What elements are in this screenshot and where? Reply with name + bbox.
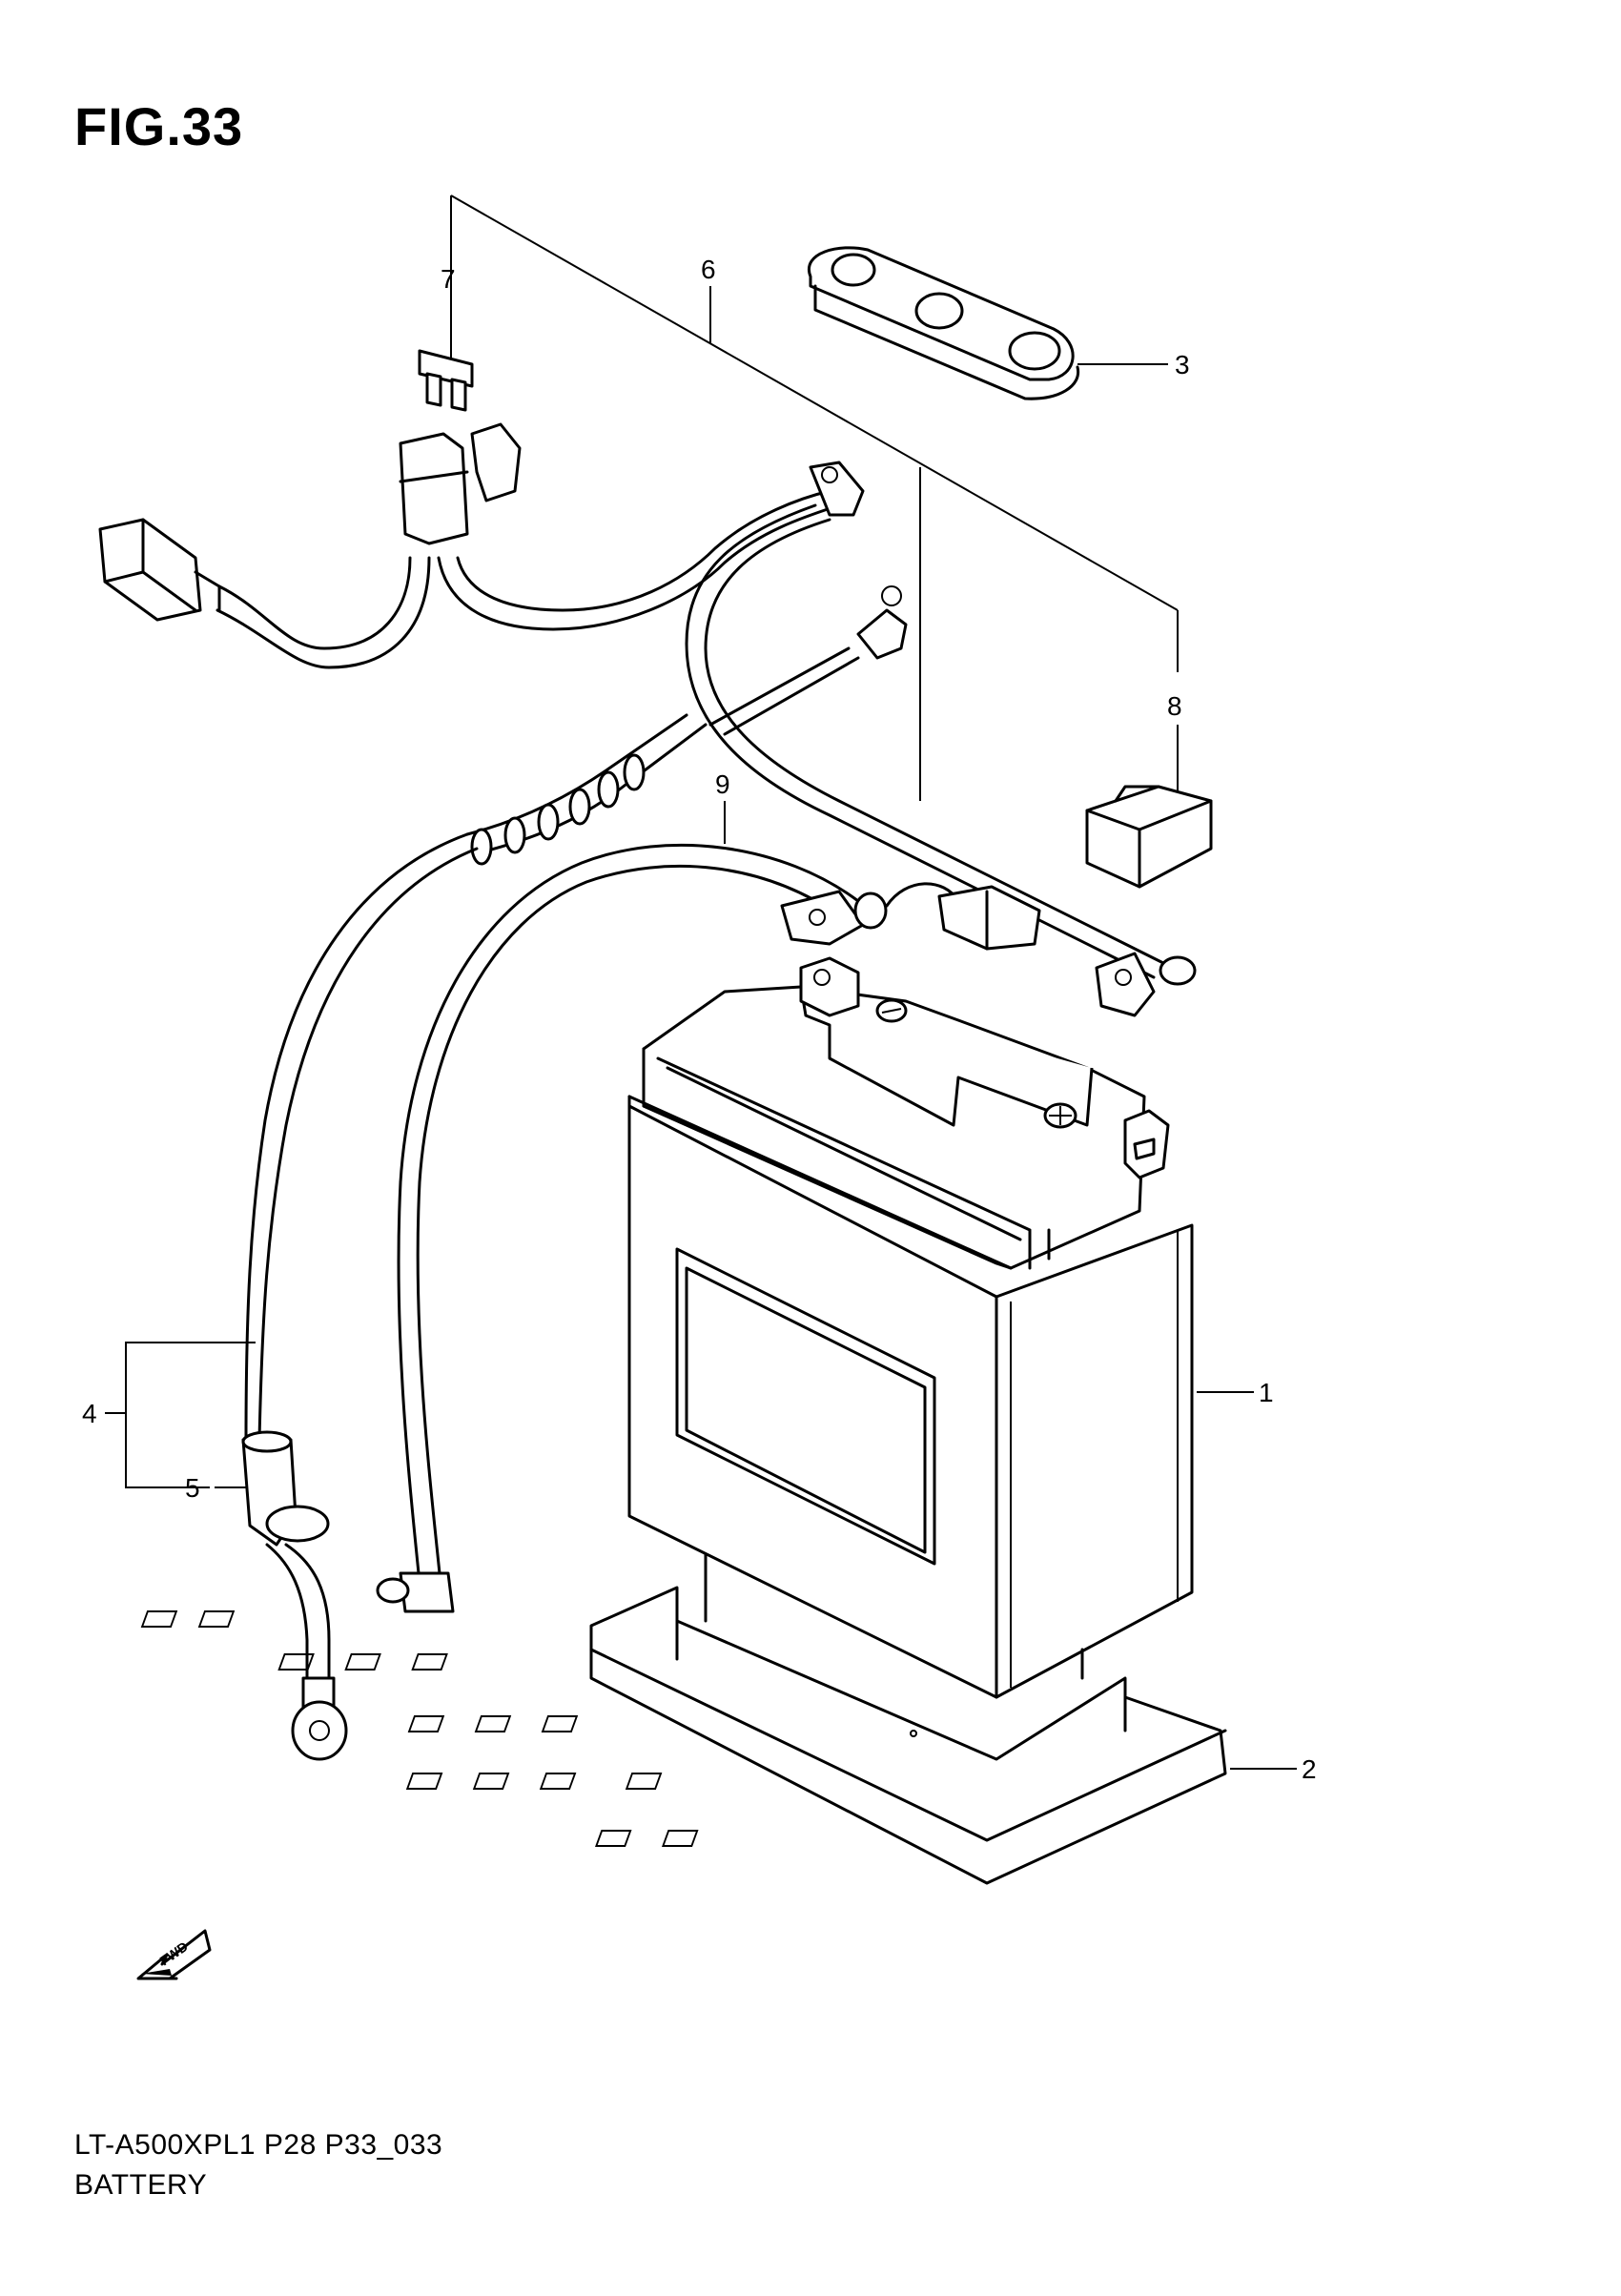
cap-part-8 [1085, 785, 1213, 889]
forward-arrow-icon: FWD [136, 1929, 212, 1980]
figure-title: FIG.33 [74, 96, 244, 156]
callout-8: 8 [1167, 691, 1182, 721]
callout-9: 9 [715, 769, 730, 799]
callout-7: 7 [441, 264, 456, 294]
callout-3: 3 [1175, 350, 1190, 379]
callout-5: 5 [185, 1473, 200, 1503]
corrugated-sleeve [470, 753, 646, 866]
terminal-cover-part-3 [807, 246, 1080, 400]
positive-cable-part-9 [376, 843, 1041, 1613]
leader-lines [105, 195, 1297, 1770]
battery-tray-part-2 [140, 1552, 1227, 1885]
negative-cable-part-4 [241, 832, 479, 1761]
callout-2: 2 [1302, 1754, 1317, 1784]
fuse-part-7 [418, 349, 474, 412]
tray-slots [140, 1610, 699, 1847]
callout-1: 1 [1259, 1378, 1274, 1407]
section-name: BATTERY [74, 2169, 208, 2201]
wiring-harness-part-6 [98, 422, 1197, 1017]
battery-part-1 [627, 956, 1194, 1699]
model-code: LT-A500XPL1 P28 P33_033 [74, 2129, 443, 2161]
callout-labels: 1 2 3 4 5 6 7 8 9 [82, 255, 1317, 1784]
callout-6: 6 [701, 255, 716, 284]
callout-4: 4 [82, 1399, 97, 1428]
